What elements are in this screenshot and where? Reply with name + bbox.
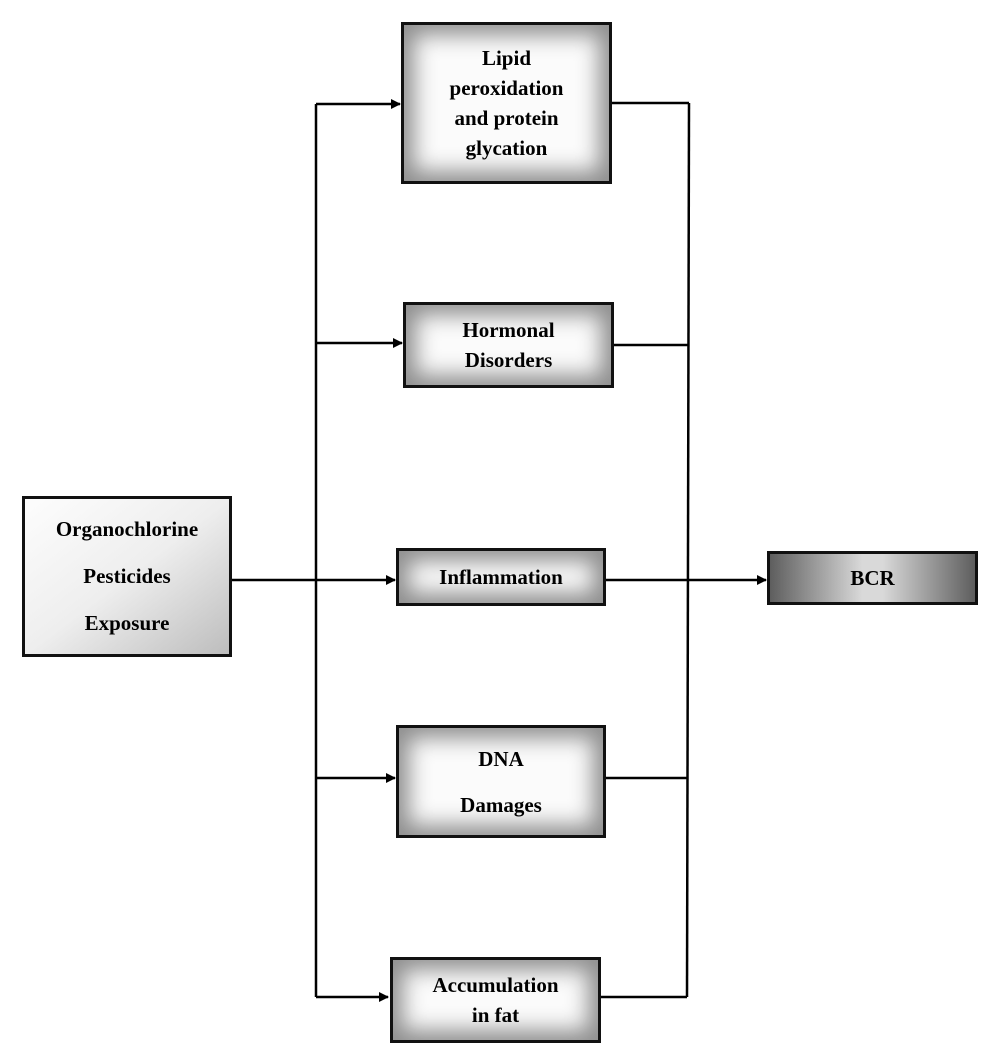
mechanism-label: Lipid [481,46,532,70]
mechanism-box-dna: DNA Damages [396,725,606,838]
mechanism-label: Disorders [464,348,553,372]
mechanism-box-lipid: Lipid peroxidation and protein glycation [401,22,612,184]
mechanism-box-inflammation: Inflammation [396,548,606,606]
mechanism-label: peroxidation [449,76,564,100]
mechanism-label: Damages [460,792,542,817]
right-trunk-line [685,102,691,998]
mechanism-label: DNA [478,746,524,771]
source-line: Pesticides [83,564,171,588]
mechanism-label: Accumulation [432,973,559,997]
outcome-box-bcr: BCR [767,551,978,605]
outcome-label: BCR [850,565,895,590]
source-line: Organochlorine [55,517,199,541]
source-box: Organochlorine Pesticides Exposure [22,496,232,657]
mechanism-label: in fat [471,1003,520,1027]
mechanism-box-fat: Accumulation in fat [390,957,601,1043]
mechanism-label: Hormonal [462,318,555,342]
mechanism-label: Inflammation [439,564,563,589]
source-line: Exposure [84,611,170,635]
mechanism-label: glycation [465,136,548,160]
mechanism-label: and protein [454,106,559,130]
mechanism-box-hormonal: Hormonal Disorders [403,302,614,388]
